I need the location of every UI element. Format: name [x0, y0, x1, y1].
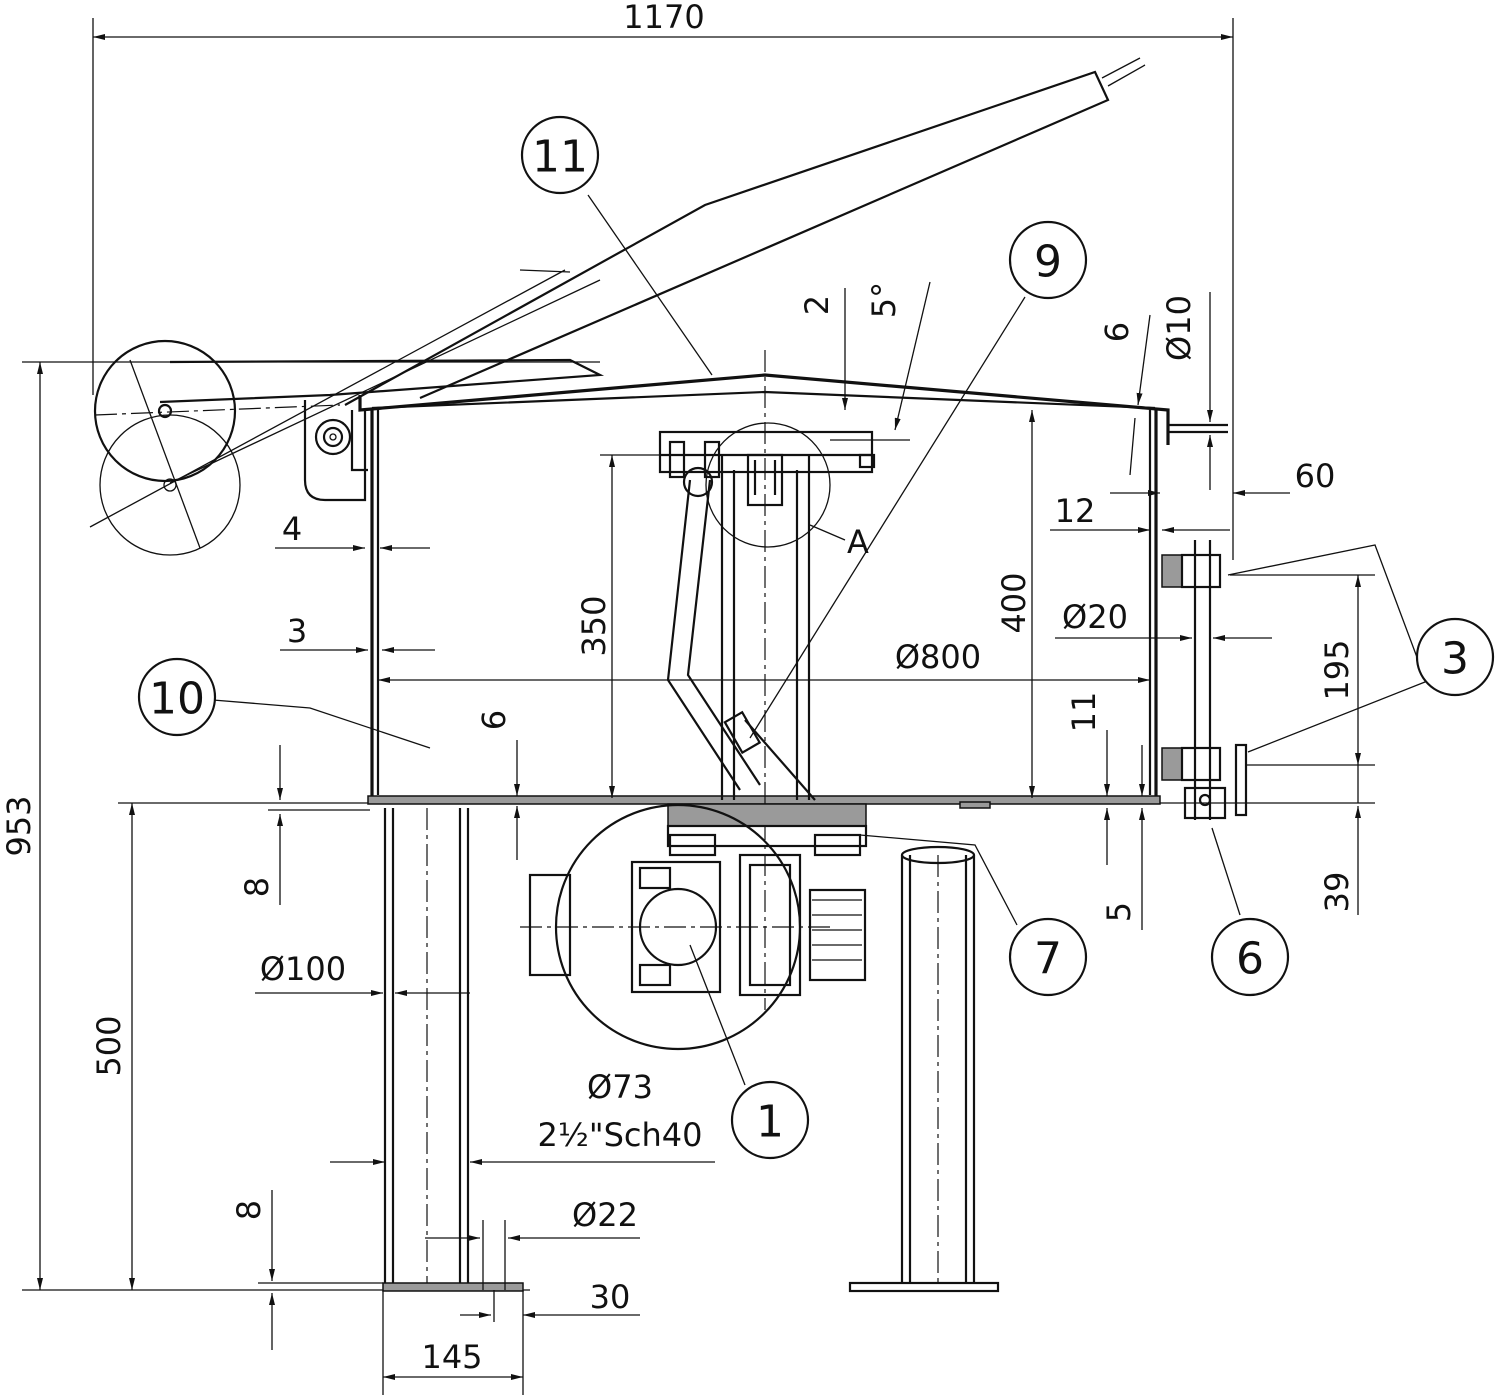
dim-hole-dia: Ø22: [572, 1196, 638, 1234]
balloon-11: 11: [520, 115, 600, 195]
dim-lid-thickness: 2: [798, 295, 836, 315]
leader-lines: [212, 194, 1431, 1086]
dimension-leg-height: 500: [90, 802, 370, 1290]
hinge-rod-assembly: [1161, 423, 1248, 820]
balloon-3: 3: [1415, 617, 1495, 697]
dim-lid-angle: 5°: [865, 282, 903, 318]
dim-rod-dia: Ø10: [1160, 295, 1198, 361]
dim-overall-height-label: 953: [0, 795, 38, 856]
detail-a-label: A: [847, 523, 869, 561]
foot-plate-right: [848, 1281, 1000, 1293]
dim-offset-12: 12: [1055, 492, 1096, 530]
balloon-9: 9: [1008, 220, 1088, 300]
svg-text:1: 1: [756, 1097, 784, 1148]
dim-pipe-dia: Ø73: [587, 1068, 653, 1106]
dim-plate-8-bottom: 8: [230, 1200, 268, 1220]
svg-text:11: 11: [532, 132, 588, 183]
dim-plate-8-top: 8: [238, 877, 276, 897]
foot-plate-left: [382, 1282, 524, 1292]
dimension-overall-height: 953: [0, 361, 600, 1291]
svg-text:10: 10: [149, 674, 205, 725]
dim-tank-dia: Ø800: [895, 638, 981, 676]
dim-rim-6: 6: [1098, 322, 1136, 342]
lid-assembly: [89, 57, 1170, 556]
legs: [382, 808, 1000, 1293]
dim-leg-height-label: 500: [90, 1015, 128, 1076]
svg-text:9: 9: [1034, 237, 1062, 288]
dim-offset-60: 60: [1295, 457, 1336, 495]
balloon-6: 6: [1210, 917, 1290, 997]
dim-pipe-spec: 2½"Sch40: [538, 1116, 703, 1154]
svg-text:7: 7: [1034, 934, 1062, 985]
dim-offset-39: 39: [1318, 872, 1356, 913]
svg-text:6: 6: [1236, 934, 1264, 985]
dim-bottom-6: 6: [475, 710, 513, 730]
dim-hinge-dia: Ø20: [1062, 598, 1128, 636]
dim-gap-5: 5: [1100, 902, 1138, 922]
dim-leg-dia: Ø100: [260, 950, 346, 988]
svg-text:3: 3: [1441, 634, 1469, 685]
dim-overall-width-label: 1170: [623, 0, 704, 36]
dim-hole-offset: 30: [590, 1278, 631, 1316]
dim-height-350: 350: [575, 595, 613, 656]
dim-wall-4: 4: [282, 510, 302, 548]
dim-foot-width: 145: [421, 1338, 482, 1376]
balloon-1: 1: [730, 1080, 810, 1160]
small-dimensions: 2 5° 6 Ø10 60 12 4 3 350 400: [230, 282, 1375, 1395]
dim-wall-3: 3: [287, 612, 307, 650]
balloon-10: 10: [137, 657, 217, 737]
dim-height-400: 400: [995, 572, 1033, 633]
balloon-7: 7: [1008, 917, 1088, 997]
motor-gearbox: [520, 803, 867, 1051]
dim-bottom-11: 11: [1065, 692, 1103, 733]
dimension-overall-width: 1170: [92, 0, 1234, 560]
dim-spacing-195: 195: [1318, 639, 1356, 700]
